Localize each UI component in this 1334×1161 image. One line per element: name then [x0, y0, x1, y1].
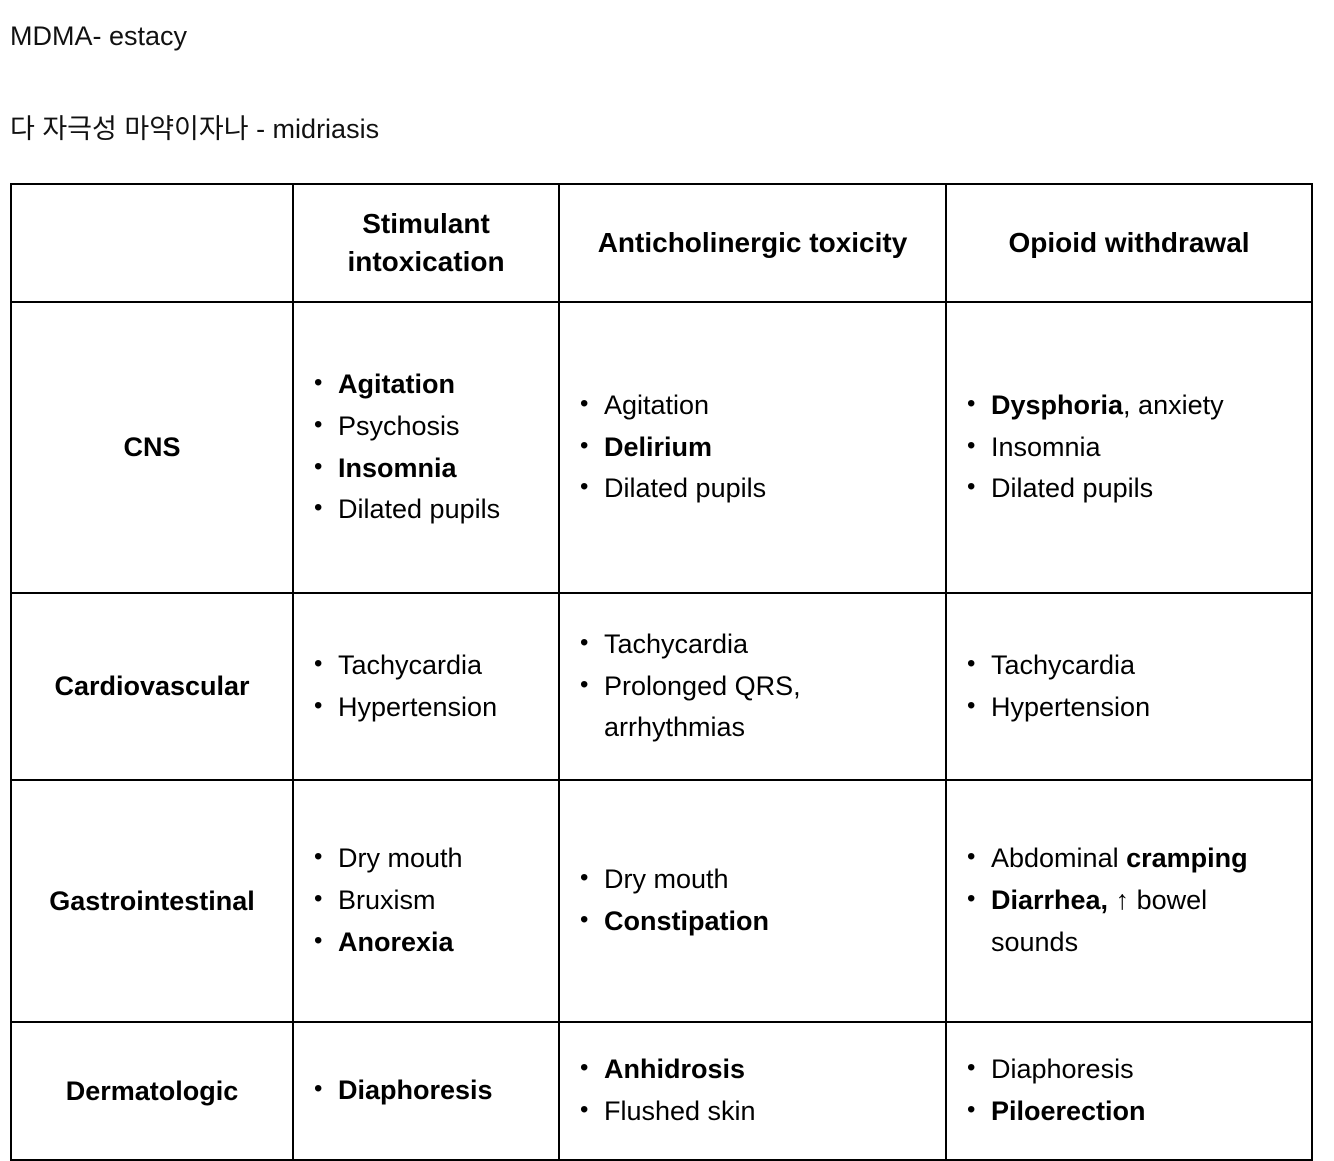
note-line-mdma: MDMA- estacy: [10, 21, 188, 51]
note-line-korean: 다 자극성 마약이자나 - midriasis: [10, 114, 380, 144]
list-item: Dilated pupils: [314, 489, 548, 531]
list-item: Insomnia: [314, 448, 548, 490]
table-row: Cardiovascular TachycardiaHypertension T…: [10, 592, 1313, 781]
cell-gastrointestinal-opioid: Abdominal crampingDiarrhea, ↑ bowel soun…: [945, 779, 1313, 1023]
item-list: TachycardiaHypertension: [298, 645, 554, 729]
item-list: Dry mouthBruxismAnorexia: [298, 838, 554, 964]
cell-cns-anticholinergic: AgitationDeliriumDilated pupils: [558, 301, 947, 594]
table-row: Dermatologic Diaphoresis AnhidrosisFlush…: [10, 1021, 1313, 1161]
item-list: Diaphoresis: [298, 1070, 554, 1112]
table-row: CNS AgitationPsychosisInsomniaDilated pu…: [10, 301, 1313, 594]
cell-cns-opioid: Dysphoria, anxietyInsomniaDilated pupils: [945, 301, 1313, 594]
list-item: Tachycardia: [967, 645, 1301, 687]
list-item: Flushed skin: [580, 1091, 935, 1133]
column-header-category: [10, 183, 294, 303]
document-page: MDMA- estacy 다 자극성 마약이자나 - midriasis Sti…: [0, 0, 1334, 1129]
list-item: Dysphoria, anxiety: [967, 385, 1301, 427]
list-item: Constipation: [580, 901, 935, 943]
cell-gastrointestinal-stimulant: Dry mouthBruxismAnorexia: [292, 779, 560, 1023]
list-item: Tachycardia: [314, 645, 548, 687]
list-item: Agitation: [580, 385, 935, 427]
item-list: Dysphoria, anxietyInsomniaDilated pupils: [951, 385, 1307, 511]
list-item: Hypertension: [967, 687, 1301, 729]
cell-cardiovascular-anticholinergic: TachycardiaProlonged QRS, arrhythmias: [558, 592, 947, 781]
column-header-stimulant: Stimulant intoxication: [292, 183, 560, 303]
cell-cardiovascular-stimulant: TachycardiaHypertension: [292, 592, 560, 781]
item-list: DiaphoresisPiloerection: [951, 1049, 1307, 1133]
list-item: Diaphoresis: [314, 1070, 548, 1112]
list-item: Anhidrosis: [580, 1049, 935, 1091]
table-row: Gastrointestinal Dry mouthBruxismAnorexi…: [10, 779, 1313, 1023]
list-item: Dry mouth: [580, 859, 935, 901]
list-item: Prolonged QRS, arrhythmias: [580, 666, 935, 750]
column-header-anticholinergic: Anticholinergic toxicity: [558, 183, 947, 303]
item-list: Abdominal crampingDiarrhea, ↑ bowel soun…: [951, 838, 1307, 964]
list-item: Piloerection: [967, 1091, 1301, 1133]
row-header-gastrointestinal: Gastrointestinal: [10, 779, 294, 1023]
toxidrome-comparison-table: Stimulant intoxication Anticholinergic t…: [10, 183, 1313, 1161]
list-item: Tachycardia: [580, 624, 935, 666]
item-list: Dry mouthConstipation: [564, 859, 941, 943]
cell-gastrointestinal-anticholinergic: Dry mouthConstipation: [558, 779, 947, 1023]
list-item: Psychosis: [314, 406, 548, 448]
item-list: TachycardiaProlonged QRS, arrhythmias: [564, 624, 941, 750]
table-header-row: Stimulant intoxication Anticholinergic t…: [10, 183, 1313, 303]
list-item: Hypertension: [314, 687, 548, 729]
row-header-dermatologic: Dermatologic: [10, 1021, 294, 1161]
list-item: Anorexia: [314, 922, 548, 964]
cell-dermatologic-stimulant: Diaphoresis: [292, 1021, 560, 1161]
list-item: Insomnia: [967, 427, 1301, 469]
list-item: Dilated pupils: [580, 468, 935, 510]
item-list: AgitationPsychosisInsomniaDilated pupils: [298, 364, 554, 531]
list-item: Abdominal cramping: [967, 838, 1301, 880]
list-item: Delirium: [580, 427, 935, 469]
row-header-cns: CNS: [10, 301, 294, 594]
list-item: Diarrhea, ↑ bowel sounds: [967, 880, 1301, 964]
cell-cns-stimulant: AgitationPsychosisInsomniaDilated pupils: [292, 301, 560, 594]
list-item: Bruxism: [314, 880, 548, 922]
table-header: Stimulant intoxication Anticholinergic t…: [10, 183, 1313, 303]
cell-dermatologic-opioid: DiaphoresisPiloerection: [945, 1021, 1313, 1161]
list-item: Agitation: [314, 364, 548, 406]
item-list: TachycardiaHypertension: [951, 645, 1307, 729]
list-item: Dilated pupils: [967, 468, 1301, 510]
row-header-cardiovascular: Cardiovascular: [10, 592, 294, 781]
list-item: Diaphoresis: [967, 1049, 1301, 1091]
item-list: AgitationDeliriumDilated pupils: [564, 385, 941, 511]
cell-cardiovascular-opioid: TachycardiaHypertension: [945, 592, 1313, 781]
list-item: Dry mouth: [314, 838, 548, 880]
cell-dermatologic-anticholinergic: AnhidrosisFlushed skin: [558, 1021, 947, 1161]
column-header-opioid: Opioid withdrawal: [945, 183, 1313, 303]
table-body: CNS AgitationPsychosisInsomniaDilated pu…: [10, 301, 1313, 1161]
item-list: AnhidrosisFlushed skin: [564, 1049, 941, 1133]
